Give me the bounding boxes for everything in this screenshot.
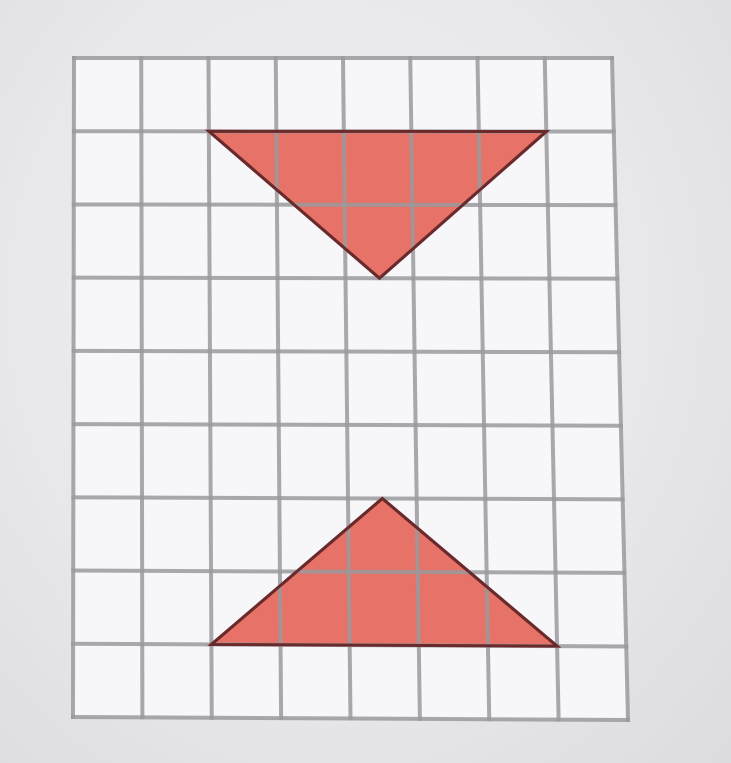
- grid-vertical-line: [408, 55, 422, 721]
- lower-triangle-outline: [207, 496, 562, 648]
- grid-vertical-line: [542, 55, 561, 722]
- grid-horizontal-line: [71, 495, 625, 502]
- upper-triangle-outline: [204, 129, 551, 281]
- grid-horizontal-line: [71, 202, 618, 208]
- grid-lines: [70, 55, 631, 723]
- grid-horizontal-line: [71, 348, 622, 355]
- grid-vertical-line: [475, 55, 492, 722]
- grid-vertical-line: [273, 55, 284, 721]
- grid-horizontal-line: [71, 568, 627, 575]
- grid-horizontal-line: [70, 714, 631, 723]
- grid-horizontal-line: [71, 275, 620, 281]
- grid-vertical-line: [70, 55, 77, 720]
- grid-horizontal-line: [71, 422, 623, 428]
- grid-vertical-line: [206, 55, 214, 720]
- grid-vertical-line: [139, 55, 145, 720]
- grid-vertical-line: [340, 55, 353, 721]
- grid-vertical-line: [609, 55, 631, 723]
